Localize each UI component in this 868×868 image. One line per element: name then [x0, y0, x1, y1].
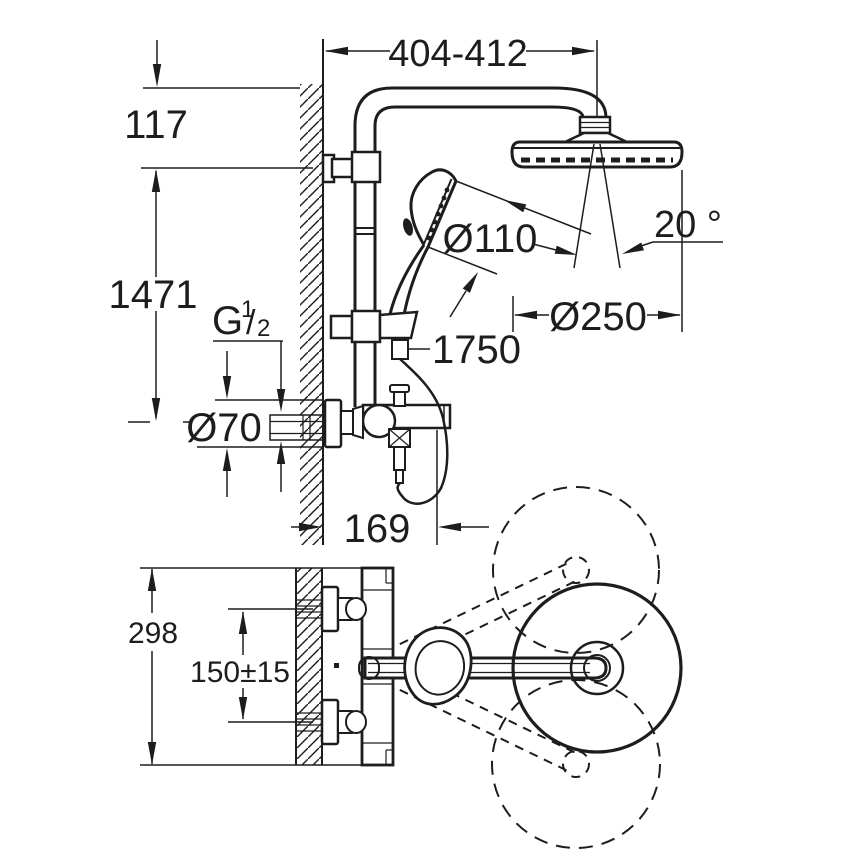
- head-shower: [510, 115, 684, 269]
- top-view: 298 150±15: [128, 486, 683, 849]
- wall-section-top: [295, 568, 323, 765]
- label-escutcheon-diameter: Ø70: [186, 406, 262, 450]
- wall-hatching: [300, 84, 323, 545]
- shower-hose: [396, 358, 449, 505]
- head-disc: [510, 140, 684, 169]
- dim-inlet-spacing: 150±15: [190, 608, 313, 723]
- head-disc-top: [511, 582, 683, 754]
- hand-shower-face: [426, 180, 458, 248]
- shower-arm-top: [358, 656, 608, 680]
- hand-shower: [388, 168, 458, 316]
- hand-shower-nozzles: [426, 187, 450, 241]
- label-inlet-spacing: 150±15: [190, 656, 290, 689]
- ball-joint-outer: [569, 640, 625, 696]
- mount-center-dot: [334, 663, 339, 668]
- diverter-knob: [389, 384, 410, 407]
- spray-mode-button: [403, 218, 413, 236]
- inlet-connections-top: [320, 585, 367, 746]
- label-thread-slash: /: [246, 304, 256, 342]
- label-wall-to-outlet: 169: [344, 507, 411, 551]
- spray-cone-left: [573, 143, 595, 269]
- label-arm-reach: 404-412: [388, 33, 527, 75]
- swivel-circle-upper: [492, 486, 660, 654]
- front-view: 404-412 117 1471 G 1 / 2: [109, 33, 723, 551]
- spray-cone-right: [599, 143, 621, 269]
- dim-spray-angle: 20 °: [532, 204, 723, 255]
- head-shower-top: [511, 582, 683, 754]
- dim-valve-width: 298: [128, 568, 178, 765]
- label-valve-width: 298: [128, 617, 178, 650]
- label-outlet-to-head: 1471: [109, 273, 198, 317]
- label-head-top-offset: 117: [124, 103, 188, 147]
- dim-outlet-to-head: 1471: [109, 169, 198, 423]
- label-spray-angle: 20 °: [654, 204, 722, 246]
- dim-arm-reach: 404-412: [325, 33, 598, 120]
- hand-shower-top: [403, 626, 473, 706]
- label-thread-letter: G: [212, 299, 243, 343]
- arm-pivot-cap: [358, 656, 380, 680]
- escutcheon-flange: [323, 398, 343, 449]
- dim-escutcheon-diameter: Ø70: [186, 351, 322, 497]
- dim-head-top-offset: 117: [124, 40, 188, 147]
- dim-thread-size: G 1 / 2: [212, 296, 286, 492]
- hose-connector: [391, 339, 409, 360]
- hose-outlet: [388, 428, 411, 484]
- label-thread-denominator: 2: [257, 315, 270, 342]
- dim-hand-shower-diameter: Ø110: [427, 180, 592, 318]
- arm-nut: [578, 115, 612, 135]
- dim-head-shower-diameter: Ø250: [512, 170, 683, 339]
- dim-wall-to-outlet: 169: [291, 430, 489, 551]
- label-thread-numerator: 1: [241, 296, 254, 323]
- slider-holder: [329, 309, 419, 360]
- supply-stubs-top: [296, 599, 322, 732]
- dim-hose-length: 1750: [408, 328, 521, 372]
- ball-joint-inner: [583, 654, 611, 682]
- wall-hatching-top: [296, 568, 322, 765]
- supply-stub: [269, 414, 324, 441]
- label-head-shower-diameter: Ø250: [549, 295, 647, 339]
- handle-holder-cone: [378, 310, 419, 340]
- label-hose-length: 1750: [432, 328, 521, 372]
- wall-section-front: [300, 39, 324, 545]
- label-hand-shower-diameter: Ø110: [443, 217, 538, 261]
- swivel-circle-lower: [491, 679, 661, 849]
- thermostat-valve: [269, 384, 452, 484]
- hand-shower-handle: [388, 244, 426, 315]
- wall-bracket: [321, 150, 382, 184]
